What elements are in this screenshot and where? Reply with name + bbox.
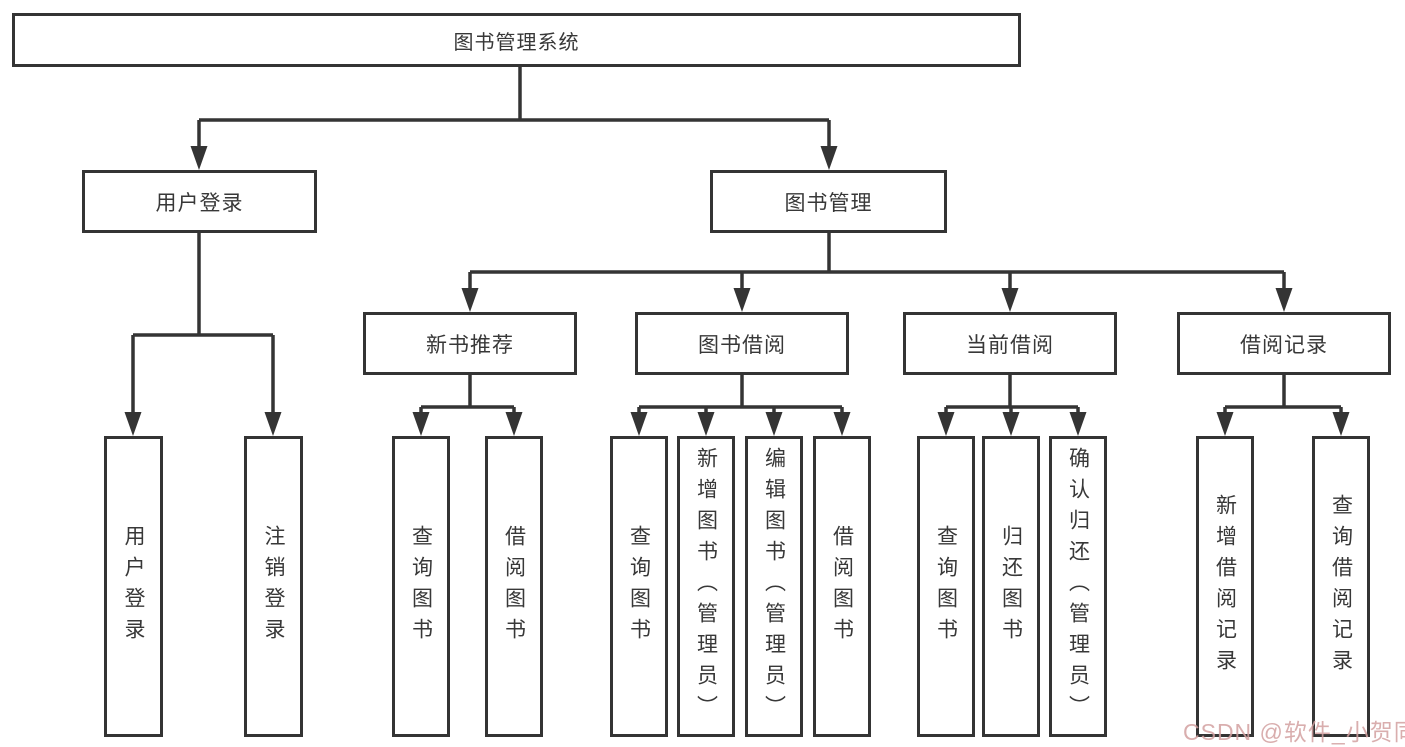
- node-label: 图书管理系统: [453, 31, 580, 54]
- node-label: 查询借阅记录: [1329, 493, 1353, 680]
- leaf-edit-books-admin: 编辑图书（管理员）: [745, 436, 803, 737]
- node-label: 查询图书: [409, 524, 433, 649]
- node-label: 图书借阅: [698, 333, 786, 357]
- node-label: 注销登录: [262, 524, 285, 649]
- node-label: 查询图书: [627, 524, 651, 649]
- node-label: 用户登录: [122, 524, 145, 649]
- node-label: 图书管理: [784, 191, 873, 215]
- leaf-query-books-recommend: 查询图书: [392, 436, 450, 737]
- node-label: 确认归还（管理员）: [1066, 447, 1090, 726]
- leaf-confirm-return-admin: 确认归还（管理员）: [1049, 436, 1107, 737]
- leaf-borrow-books-borrow: 借阅图书: [813, 436, 871, 737]
- leaf-query-books-current: 查询图书: [917, 436, 975, 737]
- node-label: 查询图书: [934, 524, 958, 649]
- node-label: 新增借阅记录: [1213, 493, 1237, 680]
- node-label: 当前借阅: [966, 333, 1054, 357]
- leaf-return-books: 归还图书: [982, 436, 1040, 737]
- node-new-book-recommendation: 新书推荐: [363, 312, 577, 375]
- node-label: 借阅图书: [830, 524, 854, 649]
- node-book-management: 图书管理: [710, 170, 947, 233]
- leaf-logout-login: 注销登录: [244, 436, 303, 737]
- node-label: 新增图书（管理员）: [694, 447, 718, 726]
- node-borrowing-records: 借阅记录: [1177, 312, 1391, 375]
- node-library-management-system: 图书管理系统: [12, 13, 1021, 67]
- node-user-login: 用户登录: [82, 170, 317, 233]
- leaf-user-login: 用户登录: [104, 436, 163, 737]
- node-label: 借阅记录: [1240, 333, 1328, 357]
- leaf-query-borrow-record: 查询借阅记录: [1312, 436, 1370, 737]
- leaf-add-books-admin: 新增图书（管理员）: [677, 436, 735, 737]
- leaf-query-books-borrow: 查询图书: [610, 436, 668, 737]
- node-label: 归还图书: [999, 524, 1023, 649]
- leaf-borrow-books-recommend: 借阅图书: [485, 436, 543, 737]
- node-current-borrowing: 当前借阅: [903, 312, 1117, 375]
- node-label: 用户登录: [155, 191, 244, 215]
- node-label: 新书推荐: [426, 333, 514, 357]
- node-book-borrowing: 图书借阅: [635, 312, 849, 375]
- leaf-add-borrow-record: 新增借阅记录: [1196, 436, 1254, 737]
- node-label: 编辑图书（管理员）: [762, 447, 786, 726]
- node-label: 借阅图书: [502, 524, 526, 649]
- csdn-watermark: CSDN @软件_小贺同学: [1183, 719, 1405, 745]
